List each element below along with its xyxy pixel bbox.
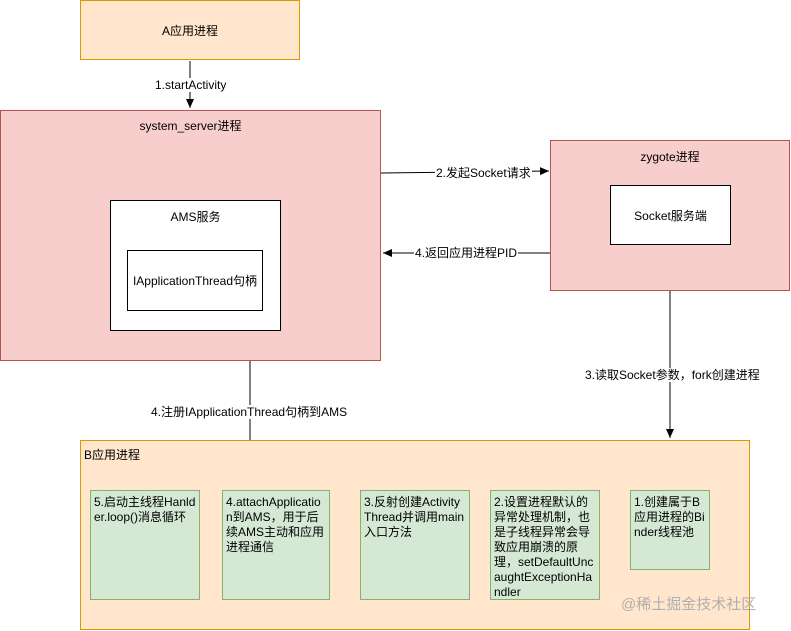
system-server-label: system_server进程 [139, 119, 242, 133]
ams-label: AMS服务 [170, 210, 221, 224]
edge-label-socket-request: 2.发起Socket请求 [435, 166, 532, 180]
edge-label-read-socket: 3.读取Socket参数，fork创建进程 [584, 368, 761, 382]
watermark: @稀土掘金技术社区 [621, 596, 757, 613]
socket-server-label: Socket服务端 [634, 208, 707, 223]
app-b-label: B应用进程 [84, 448, 141, 462]
app-a-process-node: A应用进程 [80, 0, 300, 60]
socket-server-node: Socket服务端 [610, 185, 731, 245]
step-start-main-looper: 5.启动主线程Hanlder.loop()消息循环 [90, 490, 200, 600]
iapplication-thread-label: IApplicationThread句柄 [132, 274, 258, 288]
step-attach-application: 4.attachApplication到AMS，用于后续AMS主动和应用进程通信 [222, 490, 330, 600]
step-set-exception-handler: 2.设置进程默认的异常处理机制，也是子线程异常会导致应用崩溃的原理，setDef… [490, 490, 600, 600]
edge-label-return-pid: 4.返回应用进程PID [414, 246, 519, 260]
iapplication-thread-node: IApplicationThread句柄 [127, 250, 263, 311]
step-create-activity-thread: 3.反射创建ActivityThread并调用main入口方法 [360, 490, 470, 600]
edge-label-register: 4.注册IApplicationThread句柄到AMS [150, 405, 349, 419]
step-create-binder-pool: 1.创建属于B应用进程的Binder线程池 [630, 490, 710, 570]
zygote-label: zygote进程 [640, 150, 700, 164]
app-a-label: A应用进程 [161, 23, 218, 38]
edge-label-start-activity: 1.startActivity [154, 78, 228, 92]
zygote-node: zygote进程 [550, 140, 790, 291]
